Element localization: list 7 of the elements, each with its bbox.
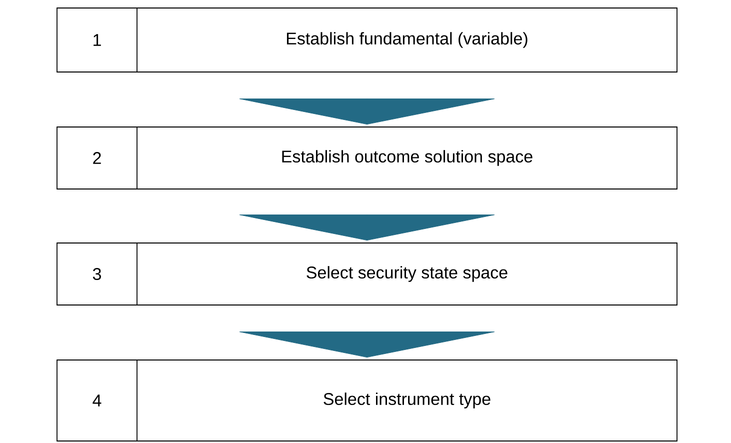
chevron-arrow: [239, 214, 495, 241]
step-box: 2 Establish outcome solution space: [56, 126, 678, 190]
step-box: 3 Select security state space: [56, 242, 678, 306]
step-box: 1 Establish fundamental (variable): [56, 8, 678, 72]
chevron-arrow: [239, 331, 495, 358]
step-box: 4 Select instrument type: [56, 360, 678, 442]
chevron-arrow: [239, 98, 495, 125]
